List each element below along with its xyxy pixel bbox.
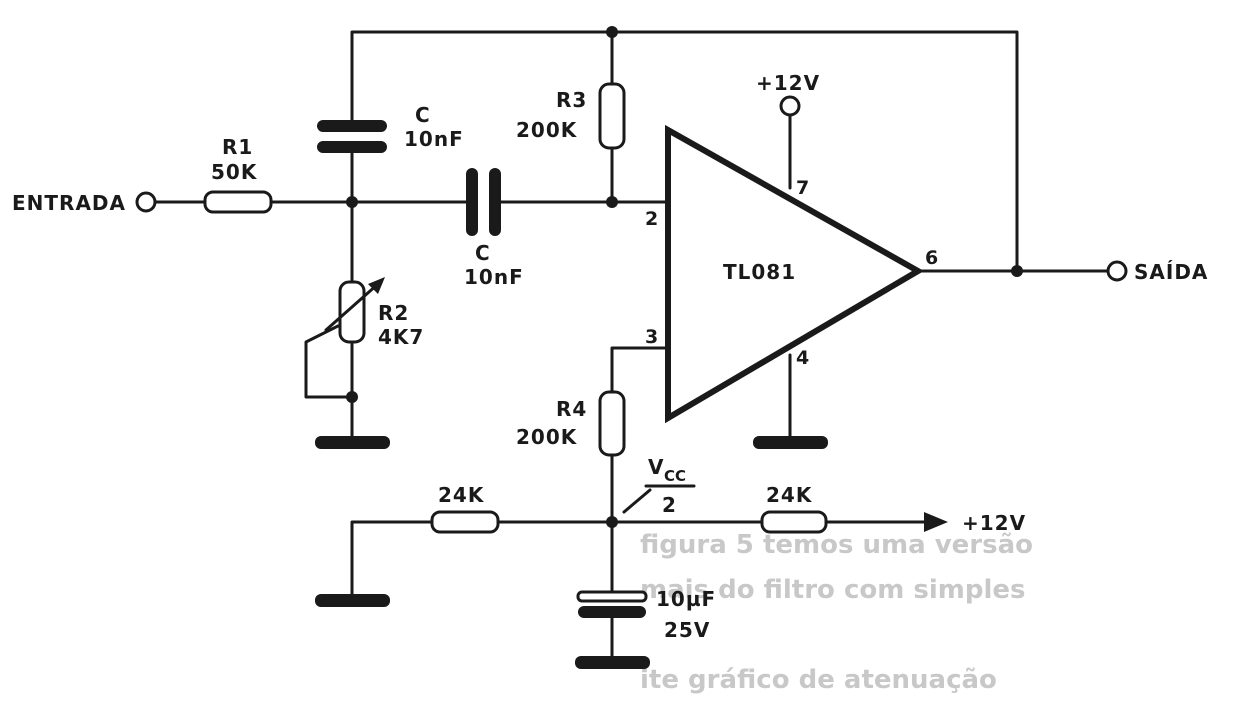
r2-value-label: 4K7 — [378, 325, 424, 349]
input-label: ENTRADA — [12, 191, 126, 215]
r1-value-label: 50K — [211, 160, 258, 184]
junction-bias-node — [606, 516, 618, 528]
ground-r2-icon — [315, 436, 390, 449]
pin-4-label: 4 — [796, 347, 809, 369]
c-top-name-label: C — [415, 103, 431, 127]
bleed-text-2: mais do filtro com simples — [640, 575, 1025, 605]
ground-bias-icon — [315, 594, 390, 607]
pin-7-label: 7 — [796, 177, 809, 199]
vplus-terminal-icon — [779, 95, 801, 117]
c-top-plate-2 — [317, 141, 387, 153]
r3-value-label: 200K — [516, 118, 578, 142]
vcc-subscript-label: CC — [664, 467, 686, 485]
pot-arrow-icon — [368, 277, 385, 294]
pin-3-label: 3 — [645, 326, 658, 348]
bleed-text-1: figura 5 temos uma versão — [640, 530, 1033, 560]
c-top-plate-1 — [317, 120, 387, 132]
r2-name-label: R2 — [378, 301, 409, 325]
c-series-value-label: 10nF — [464, 265, 524, 289]
r-bias-left-value-label: 24K — [438, 483, 485, 507]
output-terminal-icon — [1106, 260, 1128, 282]
r4-name-label: R4 — [556, 397, 587, 421]
c-bypass-voltage-label: 25V — [664, 618, 710, 642]
r4-value-label: 200K — [516, 425, 578, 449]
pot-arrow-line — [324, 282, 380, 332]
c-series-plate-1 — [466, 168, 478, 236]
resistor-r1 — [203, 190, 273, 214]
opamp-label: TL081 — [723, 260, 796, 284]
r2-wiper-wire — [304, 324, 354, 399]
potentiometer-r2 — [338, 280, 366, 344]
output-label: SAÍDA — [1134, 260, 1208, 284]
bias-supply-label: +12V — [962, 511, 1026, 535]
r3-name-label: R3 — [556, 88, 587, 112]
c-top-value-label: 10nF — [404, 127, 464, 151]
junction-output — [1011, 265, 1023, 277]
resistor-bias-right — [760, 510, 828, 534]
supply-arrow-icon — [924, 512, 948, 532]
vplus-supply-label: +12V — [756, 71, 820, 95]
resistor-r4 — [598, 390, 626, 457]
junction-input-node — [346, 196, 358, 208]
ground-opamp-icon — [753, 436, 828, 449]
pin-2-label: 2 — [645, 208, 658, 230]
c-series-plate-2 — [489, 168, 501, 236]
c-series-name-label: C — [475, 241, 491, 265]
wires — [154, 30, 1110, 662]
vcc-half-pointer — [622, 488, 652, 514]
junction-top-r3 — [606, 26, 618, 38]
vcc-denominator-label: 2 — [662, 493, 677, 517]
c-bypass-plate-positive — [576, 590, 648, 603]
ground-bypass-icon — [575, 656, 650, 669]
resistor-r3 — [598, 82, 626, 150]
r-bias-right-value-label: 24K — [766, 483, 813, 507]
c-bypass-value-label: 10µF — [656, 587, 716, 611]
bleed-text-3: ite gráfico de atenuação — [640, 665, 997, 695]
r1-name-label: R1 — [222, 135, 253, 159]
c-bypass-plate-negative — [578, 606, 646, 618]
vcc-numerator-label: V — [648, 455, 664, 479]
input-terminal-icon — [135, 191, 157, 213]
noninv-input-wire — [610, 346, 670, 394]
junction-inv-node — [606, 196, 618, 208]
junction-r2-wiper — [346, 391, 358, 403]
pin-6-label: 6 — [925, 247, 938, 269]
opamp-triangle — [665, 124, 925, 424]
resistor-bias-left — [430, 510, 500, 534]
feedback-wire-top — [350, 30, 1019, 273]
bias-left-ground-wire — [350, 520, 434, 600]
